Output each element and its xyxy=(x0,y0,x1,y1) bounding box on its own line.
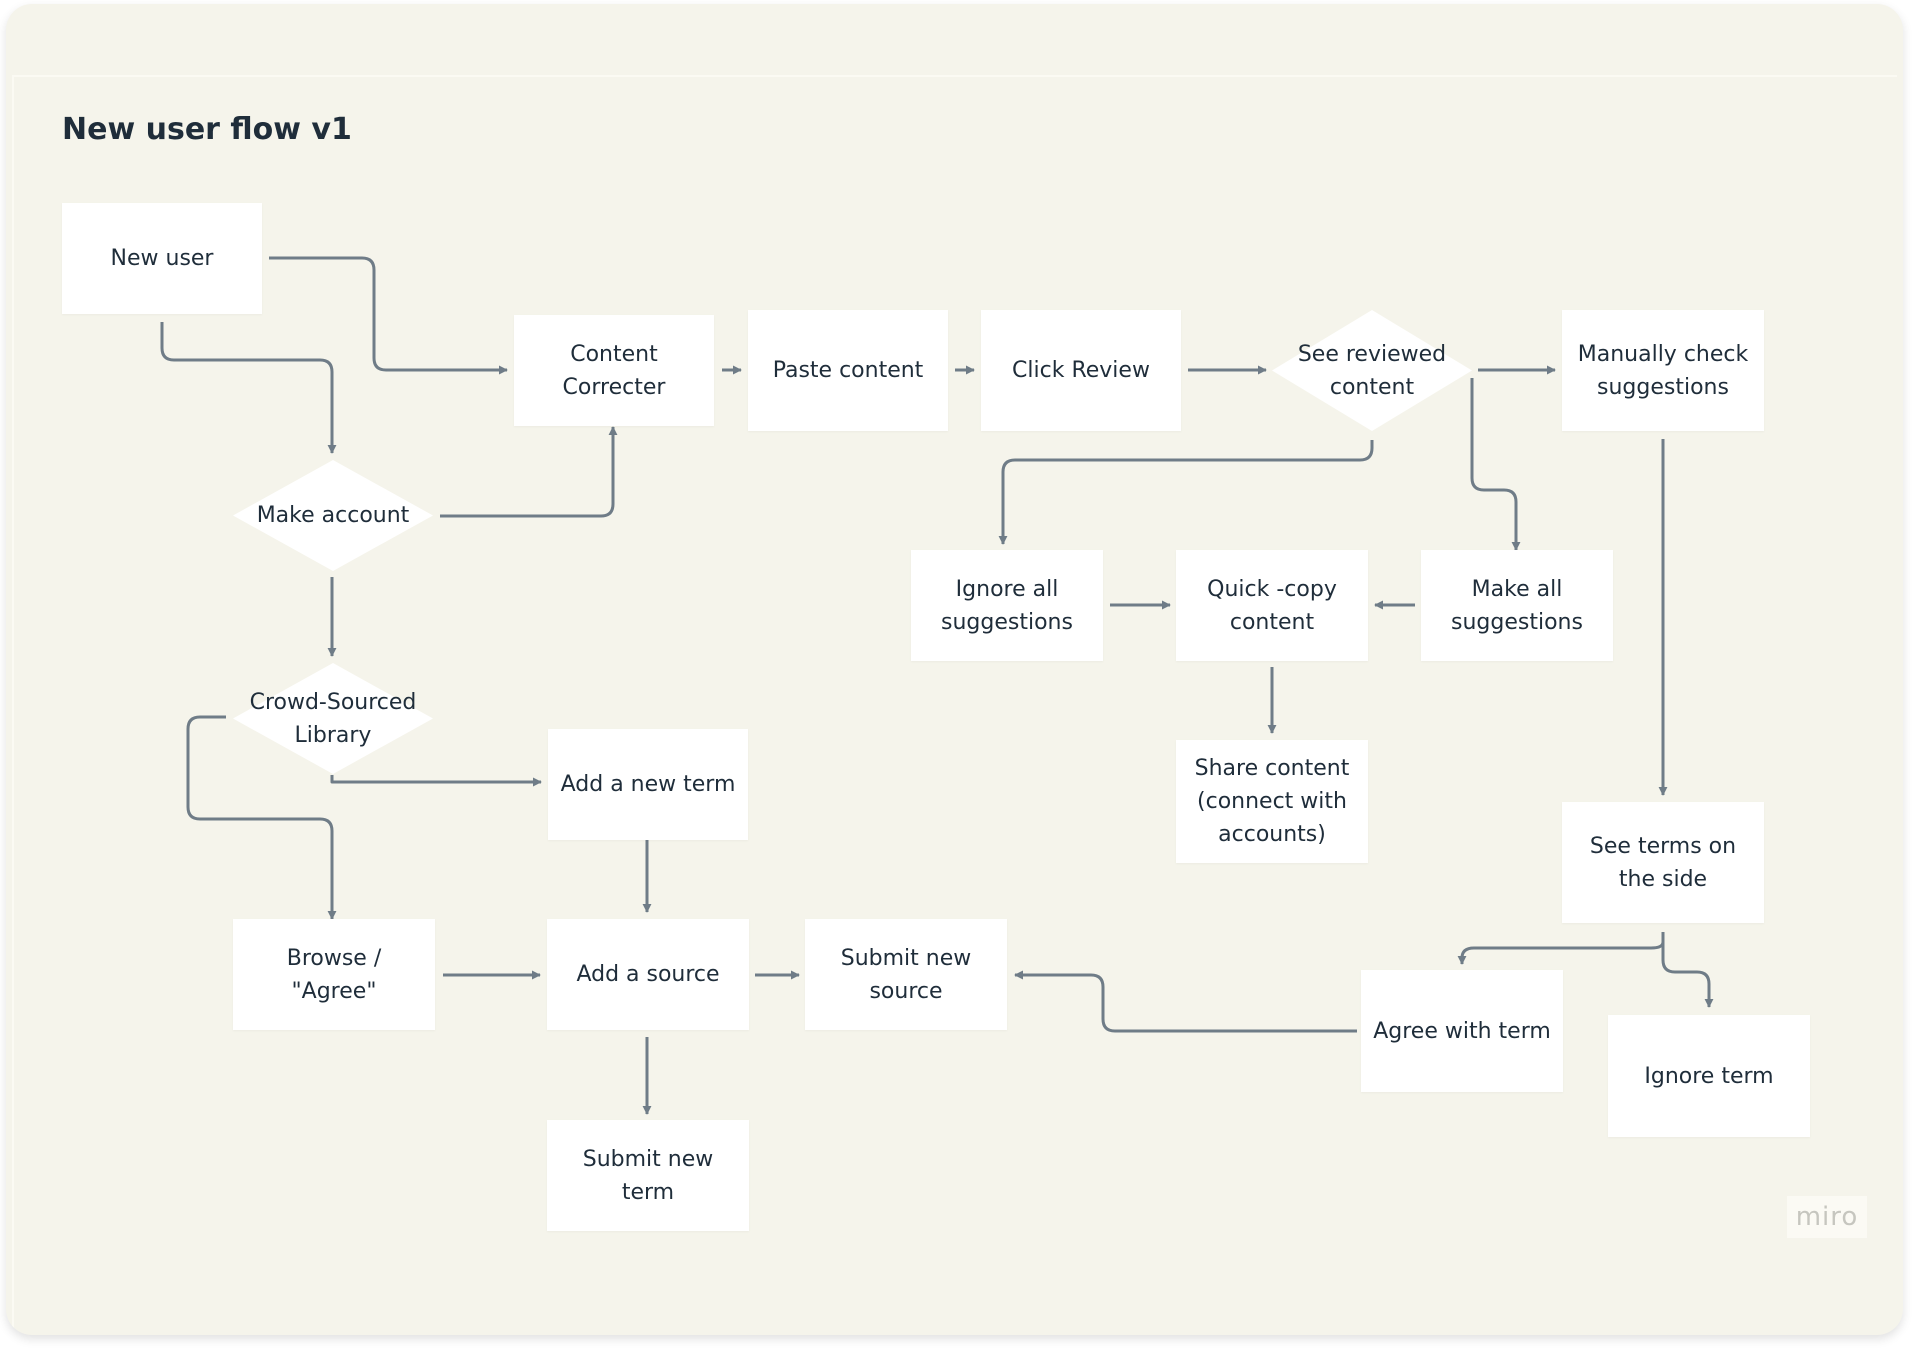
miro-logo: miro xyxy=(1787,1196,1867,1238)
node-crowd-sourced-library[interactable]: Crowd-Sourced Library xyxy=(233,663,433,774)
board-header-divider xyxy=(12,75,1897,77)
node-content-correcter-label: Content Correcter xyxy=(562,341,666,400)
node-ignore-term[interactable]: Ignore term xyxy=(1608,1015,1810,1137)
node-ignore-term-label: Ignore term xyxy=(1644,1063,1774,1089)
node-add-new-term-label: Add a new term xyxy=(560,772,736,797)
connector-new-user-to-make-account[interactable] xyxy=(160,322,337,454)
node-add-new-term[interactable]: Add a new term xyxy=(548,729,748,840)
node-paste-content-label: Paste content xyxy=(772,358,924,383)
node-click-review[interactable]: Click Review xyxy=(981,310,1181,431)
node-share-content[interactable]: Share content (connect with accounts) xyxy=(1176,740,1368,863)
board-left-edge xyxy=(12,77,14,1329)
connector-new-user-to-content-correcter[interactable] xyxy=(269,256,508,375)
node-see-terms-on-side-label: See terms on the side xyxy=(1589,833,1737,892)
node-submit-new-term-label: Submit new term xyxy=(582,1146,714,1205)
node-crowd-sourced-library-label: Crowd-Sourced Library xyxy=(249,689,417,748)
node-click-review-label: Click Review xyxy=(1012,358,1150,383)
node-agree-with-term[interactable]: Agree with term xyxy=(1361,970,1563,1092)
connector-agree-with-term-to-submit-new-source[interactable] xyxy=(1014,970,1357,1033)
board-title: New user flow v1 xyxy=(62,112,352,147)
connector-see-terms-to-agree-with-term[interactable] xyxy=(1457,932,1665,965)
connector-make-account-to-content-correcter[interactable] xyxy=(440,426,618,518)
node-see-reviewed-content-label: See reviewed content xyxy=(1297,341,1447,400)
node-manually-check-suggestions[interactable]: Manually check suggestions xyxy=(1562,310,1764,431)
node-quick-copy-content-label: Quick -copy content xyxy=(1207,576,1337,635)
node-add-source-label: Add a source xyxy=(576,962,720,987)
node-paste-content[interactable]: Paste content xyxy=(748,310,948,431)
connector-see-reviewed-content-to-ignore-all[interactable] xyxy=(998,440,1374,545)
node-add-source[interactable]: Add a source xyxy=(547,919,749,1030)
node-make-all-suggestions-label: Make all suggestions xyxy=(1451,576,1583,635)
node-share-content-label: Share content (connect with accounts) xyxy=(1194,756,1350,847)
node-make-all-suggestions[interactable]: Make all suggestions xyxy=(1421,550,1613,661)
node-submit-new-term[interactable]: Submit new term xyxy=(547,1120,749,1231)
node-new-user-label: New user xyxy=(110,246,214,271)
node-browse-agree-label: Browse / "Agree" xyxy=(286,945,382,1004)
node-content-correcter[interactable]: Content Correcter xyxy=(514,315,714,426)
connector-library-to-browse-agree[interactable] xyxy=(186,715,337,920)
node-make-account-label: Make account xyxy=(256,503,410,528)
node-browse-agree[interactable]: Browse / "Agree" xyxy=(233,919,435,1030)
node-submit-new-source[interactable]: Submit new source xyxy=(805,919,1007,1030)
node-quick-copy-content[interactable]: Quick -copy content xyxy=(1176,550,1368,661)
node-new-user[interactable]: New user xyxy=(62,203,262,314)
node-see-terms-on-side[interactable]: See terms on the side xyxy=(1562,802,1764,923)
node-ignore-all-suggestions[interactable]: Ignore all suggestions xyxy=(911,550,1103,661)
connector-see-reviewed-content-to-make-all[interactable] xyxy=(1470,378,1521,551)
connector-see-terms-to-ignore-term[interactable] xyxy=(1661,932,1714,1008)
node-manually-check-suggestions-label: Manually check suggestions xyxy=(1577,341,1749,400)
node-submit-new-source-label: Submit new source xyxy=(840,945,972,1004)
node-ignore-all-suggestions-label: Ignore all suggestions xyxy=(941,576,1073,635)
connector-library-to-add-new-term[interactable] xyxy=(330,775,542,787)
node-make-account[interactable]: Make account xyxy=(233,460,433,571)
node-see-reviewed-content[interactable]: See reviewed content xyxy=(1272,310,1472,431)
node-agree-with-term-label: Agree with term xyxy=(1373,1018,1551,1044)
